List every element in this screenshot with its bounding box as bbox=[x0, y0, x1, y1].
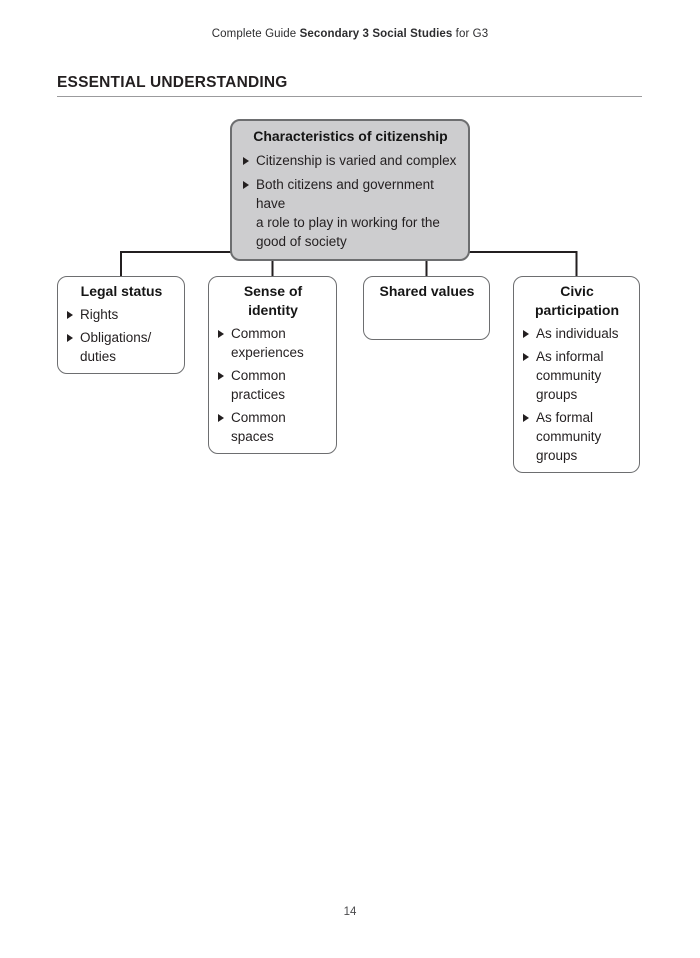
list-item: Obligations/ duties bbox=[65, 328, 178, 366]
list-item: As informal community groups bbox=[521, 347, 633, 404]
list-item: Common practices bbox=[216, 366, 330, 404]
node-sense-of-identity: Sense of identity Common experiences Com… bbox=[208, 276, 337, 454]
node-civic-participation: Civic participation As individuals As in… bbox=[513, 276, 640, 473]
bullet-triangle-icon bbox=[523, 353, 529, 361]
list-item: As individuals bbox=[521, 324, 633, 343]
bullet-triangle-icon bbox=[523, 330, 529, 338]
node-title: Characteristics of citizenship bbox=[253, 128, 448, 144]
bullet-text: As individuals bbox=[536, 326, 619, 341]
bullet-text: As formal community groups bbox=[536, 410, 602, 463]
bullet-triangle-icon bbox=[523, 414, 529, 422]
bullet-triangle-icon bbox=[67, 311, 73, 319]
bullet-triangle-icon bbox=[218, 372, 224, 380]
node-title: Civic participation bbox=[534, 283, 619, 318]
header-text-prefix: Complete Guide bbox=[211, 28, 300, 40]
bullet-text: Obligations/ duties bbox=[80, 330, 152, 364]
list-item: Rights bbox=[65, 305, 178, 324]
bullet-text: Both citizens and government have a role… bbox=[256, 177, 440, 249]
node-title: Legal status bbox=[80, 283, 163, 299]
node-shared-values: Shared values bbox=[363, 276, 490, 340]
node-title: Shared values bbox=[379, 283, 475, 299]
list-item: Both citizens and government have a role… bbox=[241, 175, 460, 251]
bullet-triangle-icon bbox=[243, 157, 249, 165]
bullet-text: Common experiences bbox=[231, 326, 304, 360]
bullet-text: Rights bbox=[80, 307, 119, 322]
list-item: Common experiences bbox=[216, 324, 330, 362]
node-title: Sense of identity bbox=[243, 283, 303, 318]
bullet-text: Citizenship is varied and complex bbox=[256, 153, 457, 168]
section-title: ESSENTIAL UNDERSTANDING bbox=[57, 74, 288, 91]
section-rule-divider bbox=[57, 96, 642, 97]
bullet-triangle-icon bbox=[67, 334, 73, 342]
bullet-triangle-icon bbox=[243, 181, 249, 189]
bullet-triangle-icon bbox=[218, 414, 224, 422]
node-legal-status: Legal status Rights Obligations/ duties bbox=[57, 276, 185, 374]
page-number: 14 bbox=[343, 906, 357, 918]
bullet-text: As informal community groups bbox=[536, 349, 604, 402]
list-item: Citizenship is varied and complex bbox=[241, 151, 460, 170]
bullet-text: Common practices bbox=[231, 368, 286, 402]
running-header: Complete Guide Secondary 3 Social Studie… bbox=[0, 28, 700, 40]
bullet-text: Common spaces bbox=[231, 410, 286, 444]
header-text-suffix: for G3 bbox=[452, 28, 489, 40]
node-characteristics-of-citizenship: Characteristics of citizenship Citizensh… bbox=[230, 119, 470, 261]
bullet-triangle-icon bbox=[218, 330, 224, 338]
header-text-bold: Secondary 3 Social Studies bbox=[299, 28, 453, 40]
list-item: Common spaces bbox=[216, 408, 330, 446]
list-item: As formal community groups bbox=[521, 408, 633, 465]
